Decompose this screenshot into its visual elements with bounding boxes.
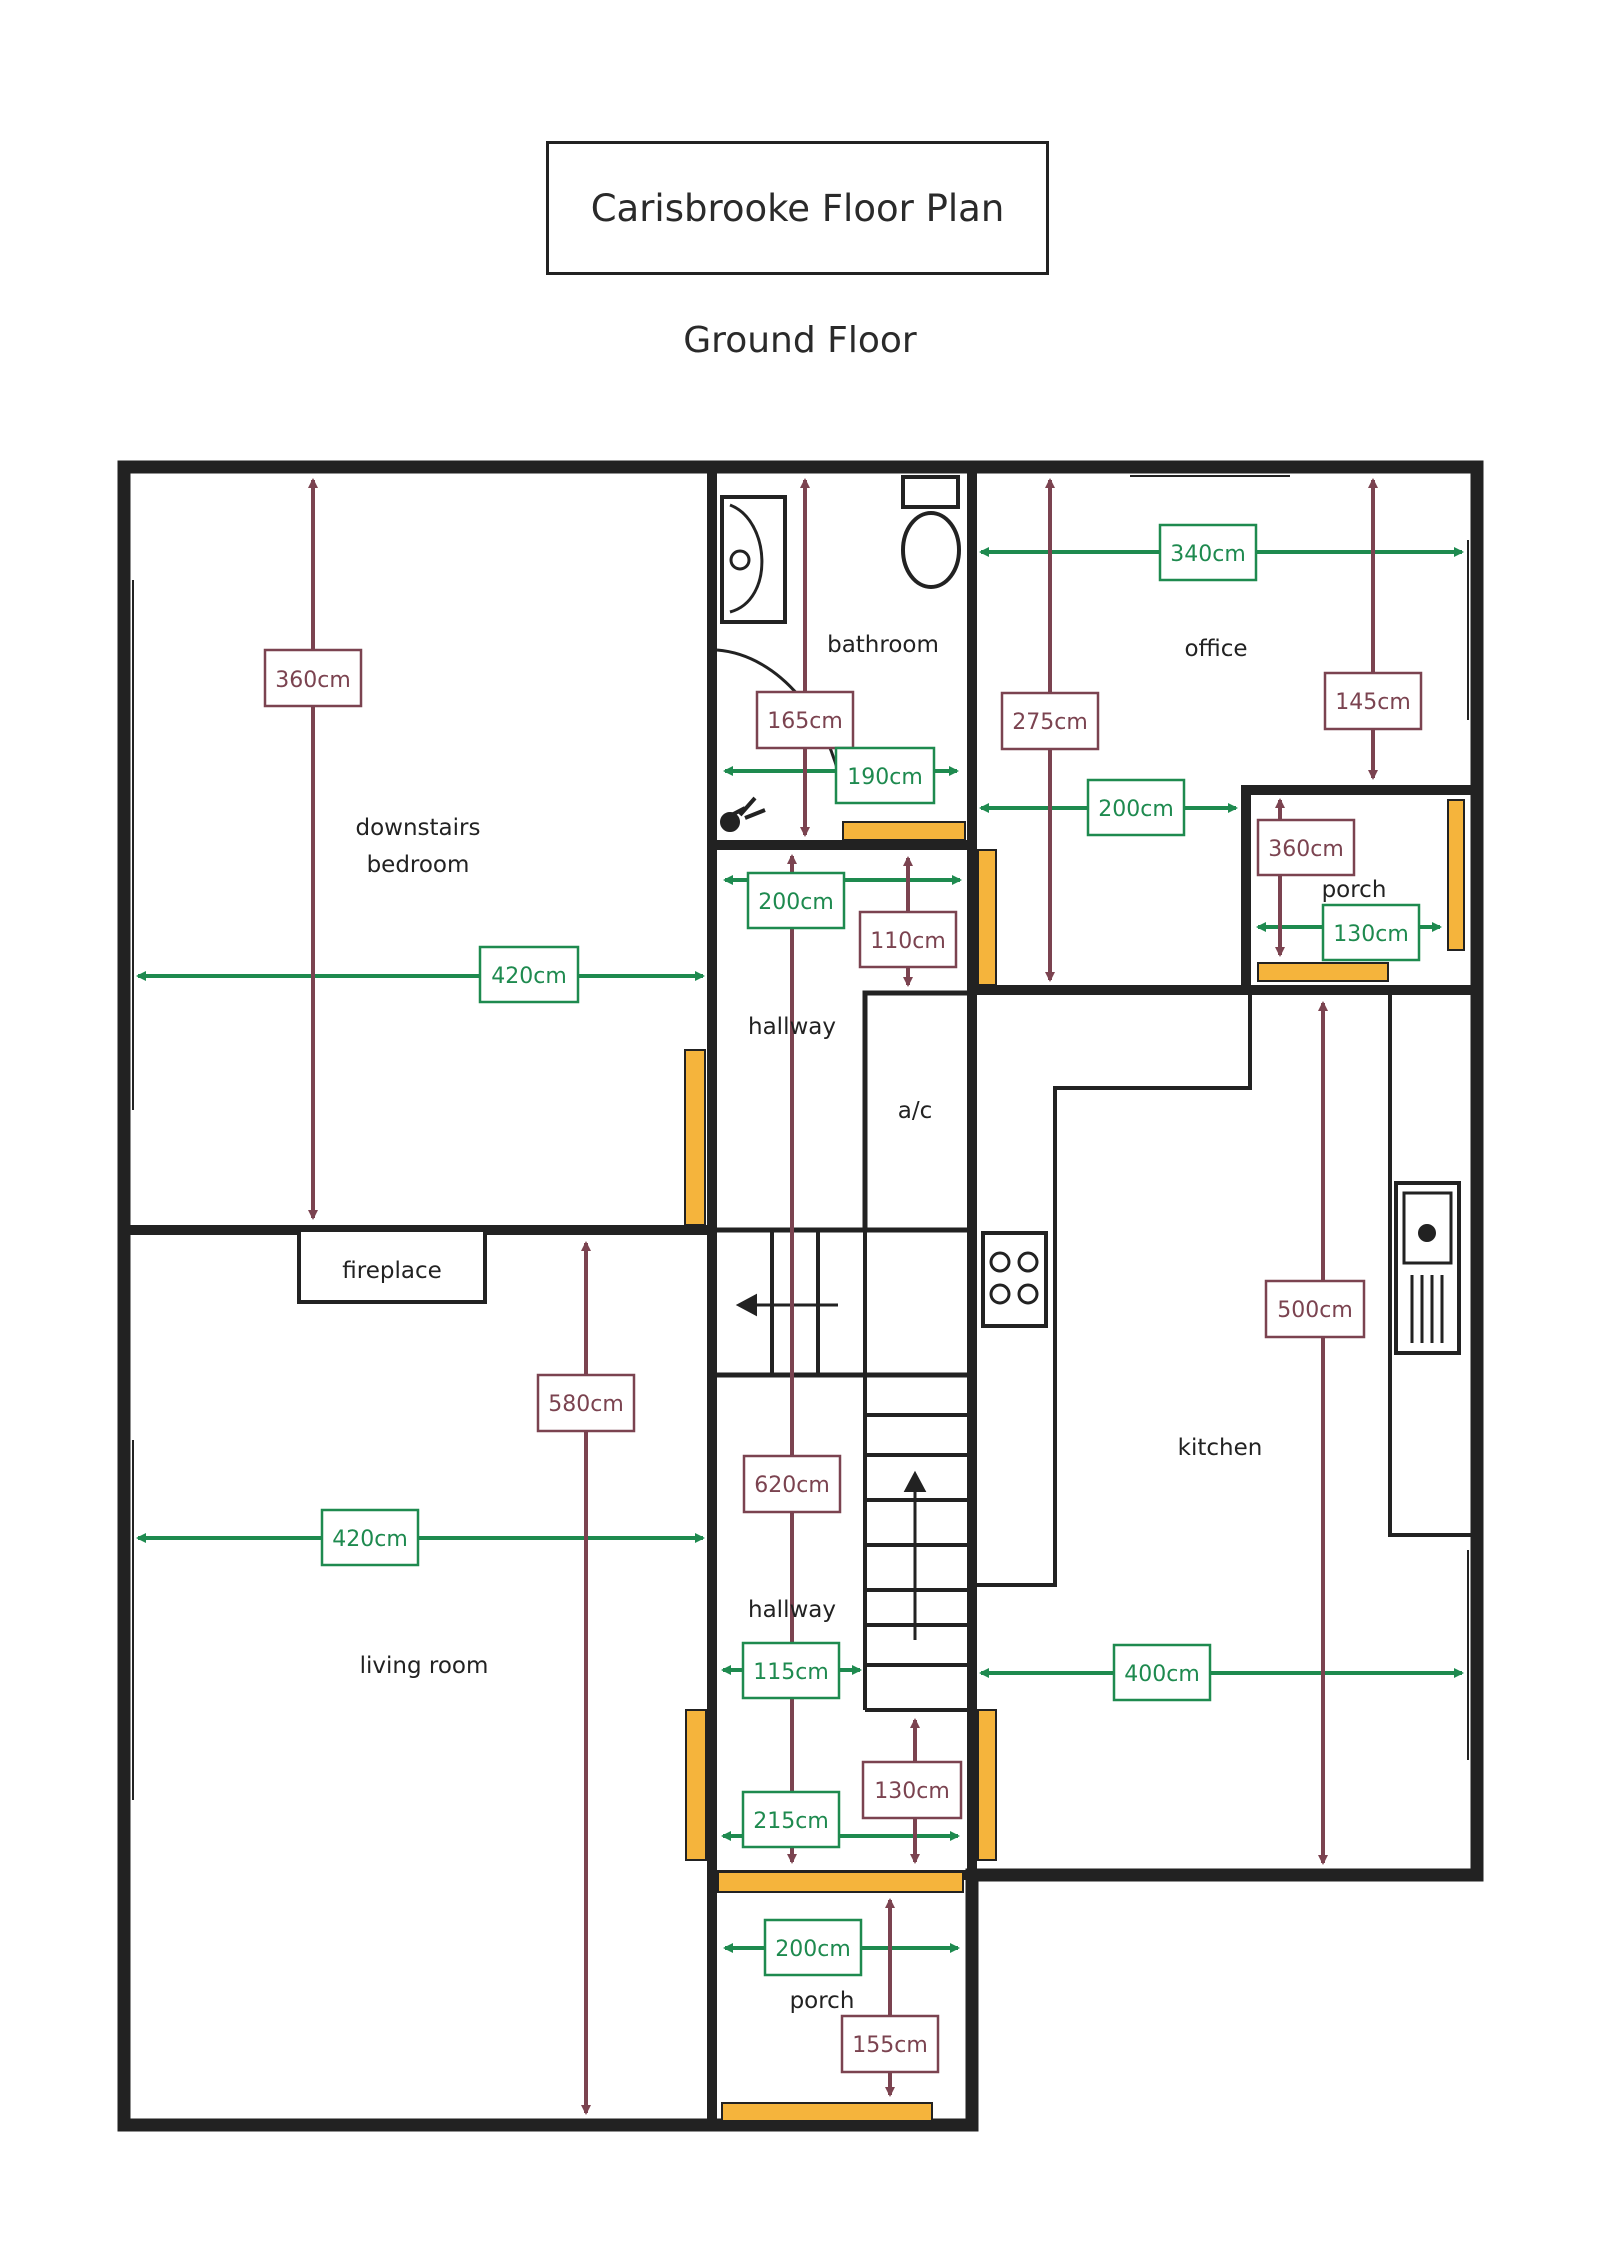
door <box>684 1049 706 1226</box>
room-labels: downstairs bedroom bathroom office porch… <box>342 632 1386 2014</box>
dimension-label: 580cm <box>536 1373 636 1433</box>
room-label-hallway-lower: hallway <box>748 1597 836 1623</box>
room-label-downstairs-bedroom: bedroom <box>367 852 470 878</box>
fireplace-box <box>297 1228 487 1304</box>
svg-text:580cm: 580cm <box>548 1392 624 1417</box>
dimension-label: 110cm <box>858 910 958 969</box>
svg-text:420cm: 420cm <box>491 964 567 989</box>
floor-subtitle: Ground Floor <box>683 320 917 361</box>
svg-text:420cm: 420cm <box>332 1527 408 1552</box>
svg-text:155cm: 155cm <box>852 2033 928 2058</box>
door <box>977 849 997 986</box>
svg-text:190cm: 190cm <box>847 765 923 790</box>
wall <box>1241 785 1475 995</box>
room-label-kitchen: kitchen <box>1178 1435 1263 1461</box>
kitchen-fittings <box>976 993 1472 1587</box>
outer-wall <box>117 460 1484 2132</box>
dimension-label: 115cm <box>741 1641 841 1700</box>
svg-text:130cm: 130cm <box>874 1779 950 1804</box>
room-label-ac: a/c <box>898 1098 933 1124</box>
svg-text:275cm: 275cm <box>1012 710 1088 735</box>
room-label-porch-east: porch <box>1322 877 1387 903</box>
dimension-label: 145cm <box>1323 671 1423 731</box>
svg-text:215cm: 215cm <box>753 1809 829 1834</box>
door <box>717 1871 964 1893</box>
dimension-label: 200cm <box>763 1918 863 1977</box>
door <box>1447 799 1465 951</box>
door <box>842 821 966 841</box>
dimension-labels: 360cm 420cm 165cm 190cm 275cm 340cm 145c… <box>263 523 1423 2074</box>
kitchen-sink-icon <box>1394 1181 1461 1355</box>
dimension-label: 400cm <box>1112 1643 1212 1702</box>
door <box>977 1709 997 1861</box>
svg-text:115cm: 115cm <box>753 1660 829 1685</box>
svg-text:500cm: 500cm <box>1277 1298 1353 1323</box>
dimension-label: 215cm <box>741 1790 841 1849</box>
svg-text:200cm: 200cm <box>758 890 834 915</box>
room-label-porch-south: porch <box>790 1988 855 2014</box>
dimension-label: 200cm <box>1086 778 1186 837</box>
dimension-label: 200cm <box>746 871 846 930</box>
svg-text:620cm: 620cm <box>754 1473 830 1498</box>
svg-text:360cm: 360cm <box>1268 837 1344 862</box>
svg-text:110cm: 110cm <box>870 929 946 954</box>
dimension-label: 620cm <box>742 1454 842 1514</box>
dimension-label: 130cm <box>861 1760 963 1820</box>
room-label-fireplace: fireplace <box>342 1258 441 1284</box>
room-label-office: office <box>1184 636 1247 662</box>
sink-icon <box>720 495 787 624</box>
svg-text:400cm: 400cm <box>1124 1662 1200 1687</box>
dimension-label: 360cm <box>263 648 363 708</box>
windows <box>126 469 1475 2129</box>
dimension-label: 155cm <box>840 2014 940 2074</box>
svg-text:340cm: 340cm <box>1170 542 1246 567</box>
dimension-label: 275cm <box>1000 691 1100 751</box>
dimension-label: 420cm <box>320 1508 420 1567</box>
svg-text:145cm: 145cm <box>1335 690 1411 715</box>
door <box>685 1709 707 1861</box>
toilet-icon <box>901 475 960 509</box>
dimension-label: 165cm <box>755 690 855 750</box>
svg-text:200cm: 200cm <box>775 1937 851 1962</box>
dimension-label: 190cm <box>834 746 936 805</box>
svg-text:360cm: 360cm <box>275 668 351 693</box>
doors <box>684 799 1465 2122</box>
dimension-label: 340cm <box>1158 523 1258 582</box>
stairs <box>735 1230 972 1712</box>
svg-text:130cm: 130cm <box>1333 922 1409 947</box>
dimension-label: 420cm <box>478 945 580 1004</box>
dimension-label: 130cm <box>1321 903 1421 962</box>
svg-text:165cm: 165cm <box>767 709 843 734</box>
door <box>721 2102 933 2122</box>
hob-icon <box>981 1231 1048 1328</box>
room-label-hallway-upper: hallway <box>748 1014 836 1040</box>
door <box>1257 962 1389 982</box>
dimension-label: 360cm <box>1256 818 1356 877</box>
svg-text:200cm: 200cm <box>1098 797 1174 822</box>
room-label-downstairs-bedroom: downstairs <box>356 815 481 841</box>
plan-title: Carisbrooke Floor Plan <box>546 141 1049 275</box>
room-label-living-room: living room <box>360 1653 489 1679</box>
room-label-bathroom: bathroom <box>827 632 939 658</box>
dimension-label: 500cm <box>1264 1279 1366 1339</box>
